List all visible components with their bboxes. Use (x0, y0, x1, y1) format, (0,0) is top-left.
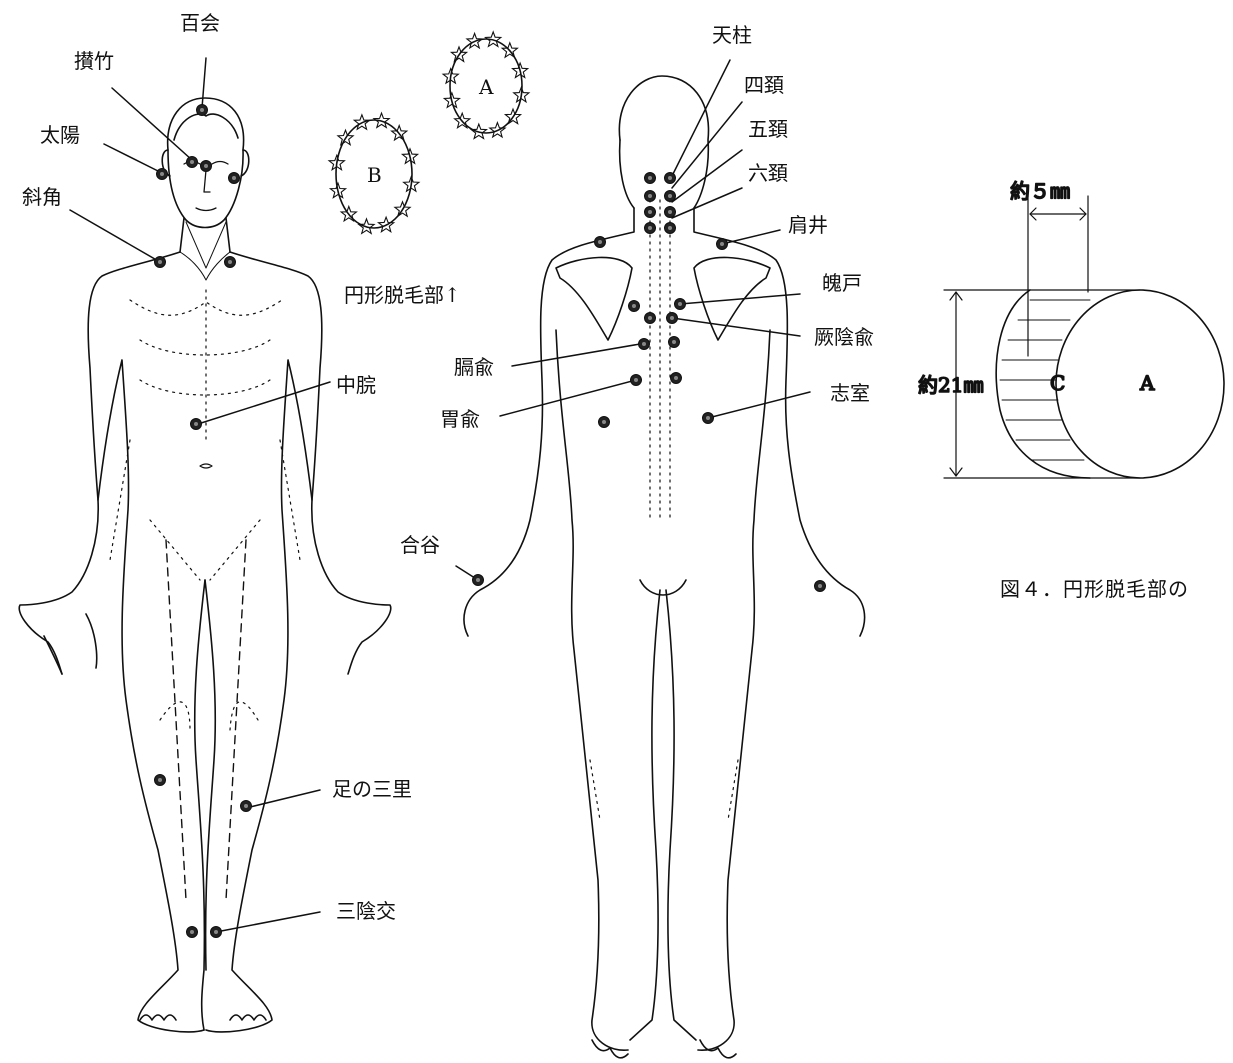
alopecia-spot-b-label: B (367, 164, 382, 186)
label-ashi-sanri: 足の三里 (332, 778, 412, 800)
alopecia-caption: 円形脱毛部↑ (344, 284, 461, 306)
acupoint-dot-center (668, 194, 672, 198)
acupoint-dot-center (648, 316, 652, 320)
acupoint-dot-center (190, 930, 194, 934)
acupoints (155, 105, 826, 938)
label-goukoku: 合谷 (400, 534, 440, 556)
acupoint-dot-center (648, 176, 652, 180)
label-shakaku: 斜角 (22, 186, 62, 208)
acupoint-dot-center (232, 176, 236, 180)
acupoint-dot-center (674, 376, 678, 380)
acupoint-dot-center (158, 778, 162, 782)
label-tenchu: 天柱 (712, 24, 752, 46)
label-shishitsu: 志室 (830, 382, 870, 404)
label-sanchiku: 攅竹 (74, 50, 114, 72)
detail-height-label: 約21㎜ (918, 373, 983, 397)
star-mark (490, 123, 505, 137)
alopecia-stars (329, 32, 529, 234)
star-mark (379, 217, 394, 232)
acupoint-dot-center (214, 930, 218, 934)
star-mark (471, 124, 486, 138)
acupoint-dot-center (648, 194, 652, 198)
front-body-outline (19, 98, 391, 1032)
alopecia-spot-a-label: A (479, 76, 493, 98)
acupoint-dot-center (158, 260, 162, 264)
figure-caption: 図４．円形脱毛部の (1000, 578, 1189, 600)
acupoint-dot-center (668, 176, 672, 180)
acupoint-dot-center (200, 108, 204, 112)
acupoint-dot-center (648, 226, 652, 230)
acupoint-dot-center (228, 260, 232, 264)
label-hakko: 魄戸 (822, 272, 862, 294)
label-rokukei: 六頚 (748, 162, 788, 184)
label-kakuyu: 膈兪 (454, 356, 494, 378)
acupoint-dot-center (668, 210, 672, 214)
label-ketsuinyu: 厥陰兪 (814, 326, 874, 348)
acupoint-dot-center (598, 240, 602, 244)
detail-region-a: A (1139, 371, 1155, 395)
label-chukan: 中脘 (336, 374, 376, 396)
acupoint-dot-center (634, 378, 638, 382)
label-taiyo: 太陽 (40, 124, 80, 146)
leader-lines (70, 58, 810, 932)
back-spine-dots (590, 200, 738, 820)
acupoint-dot-center (602, 420, 606, 424)
star-mark (359, 219, 374, 234)
acupoint-dot-center (190, 160, 194, 164)
label-gokei: 五頚 (748, 118, 788, 140)
label-iyu: 胃兪 (440, 408, 480, 430)
front-dotted-anatomy (110, 290, 300, 730)
acupoint-dot-center (476, 578, 480, 582)
acupoint-dot-center (818, 584, 822, 588)
acupoint-dot-center (632, 304, 636, 308)
acupoint-dot-center (668, 226, 672, 230)
acupoint-dot-center (160, 172, 164, 176)
acupoint-dot-center (672, 340, 676, 344)
label-saninko: 三陰交 (336, 900, 396, 922)
acupoint-dot-center (678, 302, 682, 306)
acupoint-dot-center (648, 210, 652, 214)
acupoint-dot-center (642, 342, 646, 346)
detail-width-label: 約５㎜ (1010, 179, 1070, 203)
label-shikei: 四頚 (744, 74, 784, 96)
label-kensei: 肩井 (788, 214, 828, 236)
acupoint-dot-center (244, 804, 248, 808)
acupoint-dot-center (194, 422, 198, 426)
detail-region-c: C (1050, 371, 1065, 395)
acupoint-dot-center (706, 416, 710, 420)
detail-figure (944, 196, 1224, 478)
acupoint-dot-center (670, 316, 674, 320)
acupoint-dot-center (204, 164, 208, 168)
label-hyakue: 百会 (180, 12, 220, 34)
acupoint-dot-center (720, 242, 724, 246)
